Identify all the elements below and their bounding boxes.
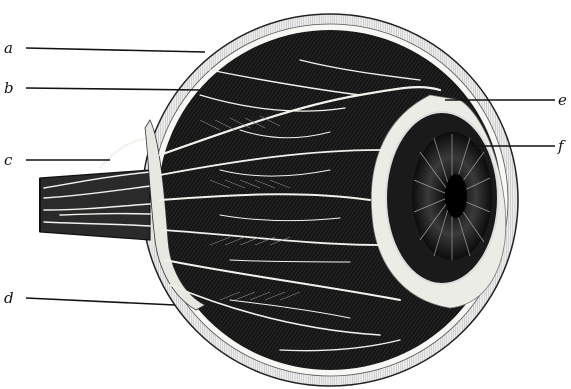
optic-nerve [40, 138, 150, 240]
label-e: e [558, 91, 567, 109]
label-b: b [4, 79, 14, 97]
label-f: f [557, 137, 566, 155]
label-c: c [4, 151, 13, 169]
leader-d [26, 298, 175, 305]
leader-b [26, 88, 200, 90]
label-a: a [4, 39, 13, 57]
leader-a [26, 48, 205, 52]
label-d: d [4, 289, 14, 307]
pupil [445, 174, 467, 218]
